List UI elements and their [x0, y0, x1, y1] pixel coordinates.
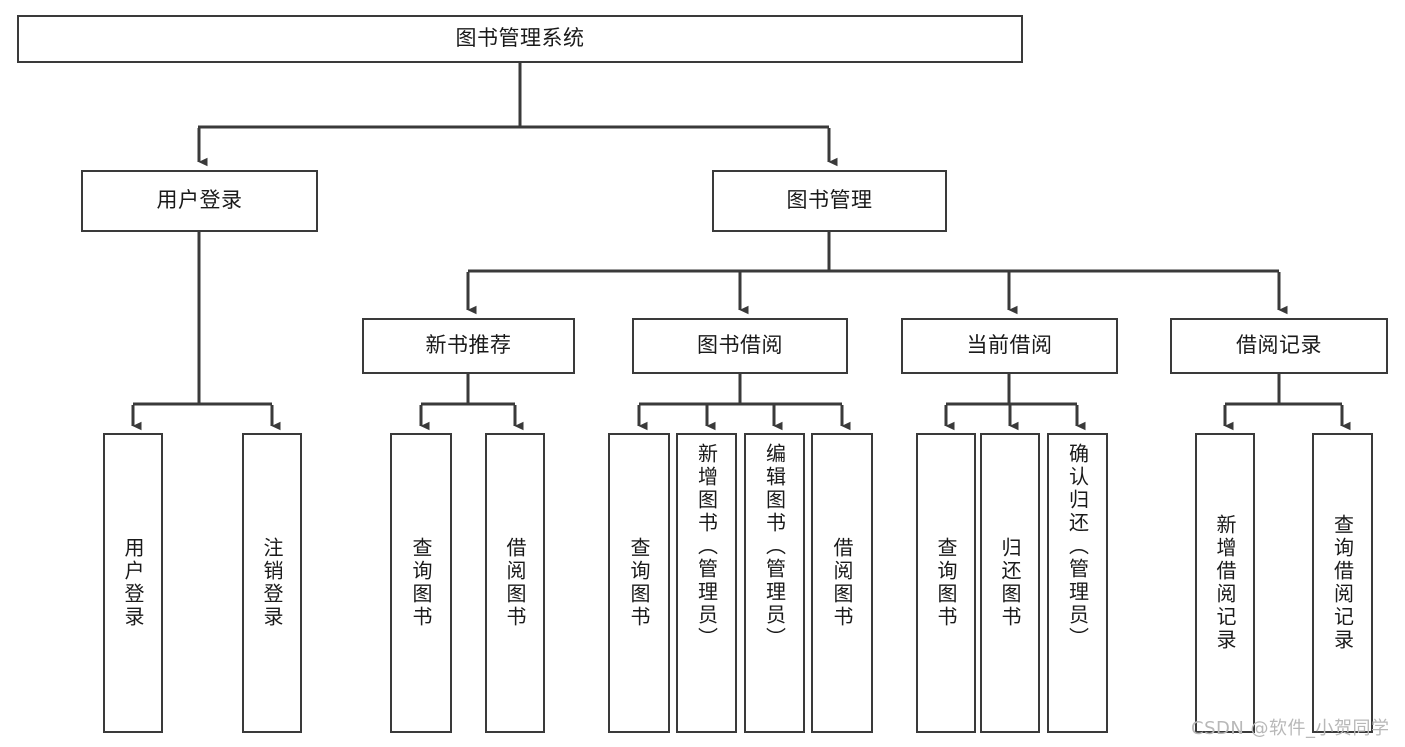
leaf-add-book[interactable]: 新增图书（管理员） [676, 433, 737, 733]
leaf-user-login[interactable]: 用户登录 [103, 433, 163, 733]
node-book-management[interactable]: 图书管理 [712, 170, 947, 232]
node-book-management-label: 图书管理 [786, 188, 873, 213]
leaf-logout[interactable]: 注销登录 [242, 433, 302, 733]
leaf-add-record[interactable]: 新增借阅记录 [1195, 433, 1255, 733]
leaf-query-book-2-label: 查询图书 [627, 537, 651, 629]
node-book-borrow[interactable]: 图书借阅 [632, 318, 848, 374]
leaf-edit-book-label: 编辑图书（管理员） [762, 443, 787, 650]
leaf-borrow-book-2[interactable]: 借阅图书 [811, 433, 873, 733]
node-book-borrow-label: 图书借阅 [697, 333, 783, 358]
leaf-user-login-label: 用户登录 [121, 537, 145, 629]
leaf-return-book-label: 归还图书 [998, 537, 1022, 629]
leaf-query-book-3-label: 查询图书 [934, 537, 958, 629]
leaf-query-book-3[interactable]: 查询图书 [916, 433, 976, 733]
leaf-query-record[interactable]: 查询借阅记录 [1312, 433, 1373, 733]
leaf-borrow-book-2-label: 借阅图书 [830, 537, 854, 629]
node-root[interactable]: 图书管理系统 [17, 15, 1023, 63]
leaf-confirm-return-label: 确认归还（管理员） [1065, 443, 1090, 650]
node-new-book-recommend-label: 新书推荐 [425, 333, 512, 358]
leaf-return-book[interactable]: 归还图书 [980, 433, 1040, 733]
node-borrow-record-label: 借阅记录 [1236, 333, 1322, 358]
leaf-logout-label: 注销登录 [260, 537, 284, 629]
node-new-book-recommend[interactable]: 新书推荐 [362, 318, 575, 374]
leaf-add-record-label: 新增借阅记录 [1213, 514, 1237, 652]
csdn-watermark: CSDN @软件_小贺同学 [1191, 718, 1390, 739]
node-borrow-record[interactable]: 借阅记录 [1170, 318, 1388, 374]
node-current-borrow-label: 当前借阅 [966, 333, 1053, 358]
node-user-login[interactable]: 用户登录 [81, 170, 318, 232]
node-current-borrow[interactable]: 当前借阅 [901, 318, 1118, 374]
node-root-label: 图书管理系统 [455, 26, 585, 51]
leaf-borrow-book-1-label: 借阅图书 [503, 537, 527, 629]
leaf-edit-book[interactable]: 编辑图书（管理员） [744, 433, 805, 733]
leaf-confirm-return[interactable]: 确认归还（管理员） [1047, 433, 1108, 733]
leaf-query-book-2[interactable]: 查询图书 [608, 433, 670, 733]
leaf-query-book-1[interactable]: 查询图书 [390, 433, 452, 733]
leaf-add-book-label: 新增图书（管理员） [694, 443, 719, 650]
leaf-query-record-label: 查询借阅记录 [1330, 514, 1355, 652]
node-user-login-label: 用户登录 [156, 188, 243, 213]
leaf-borrow-book-1[interactable]: 借阅图书 [485, 433, 545, 733]
leaf-query-book-1-label: 查询图书 [409, 537, 433, 629]
